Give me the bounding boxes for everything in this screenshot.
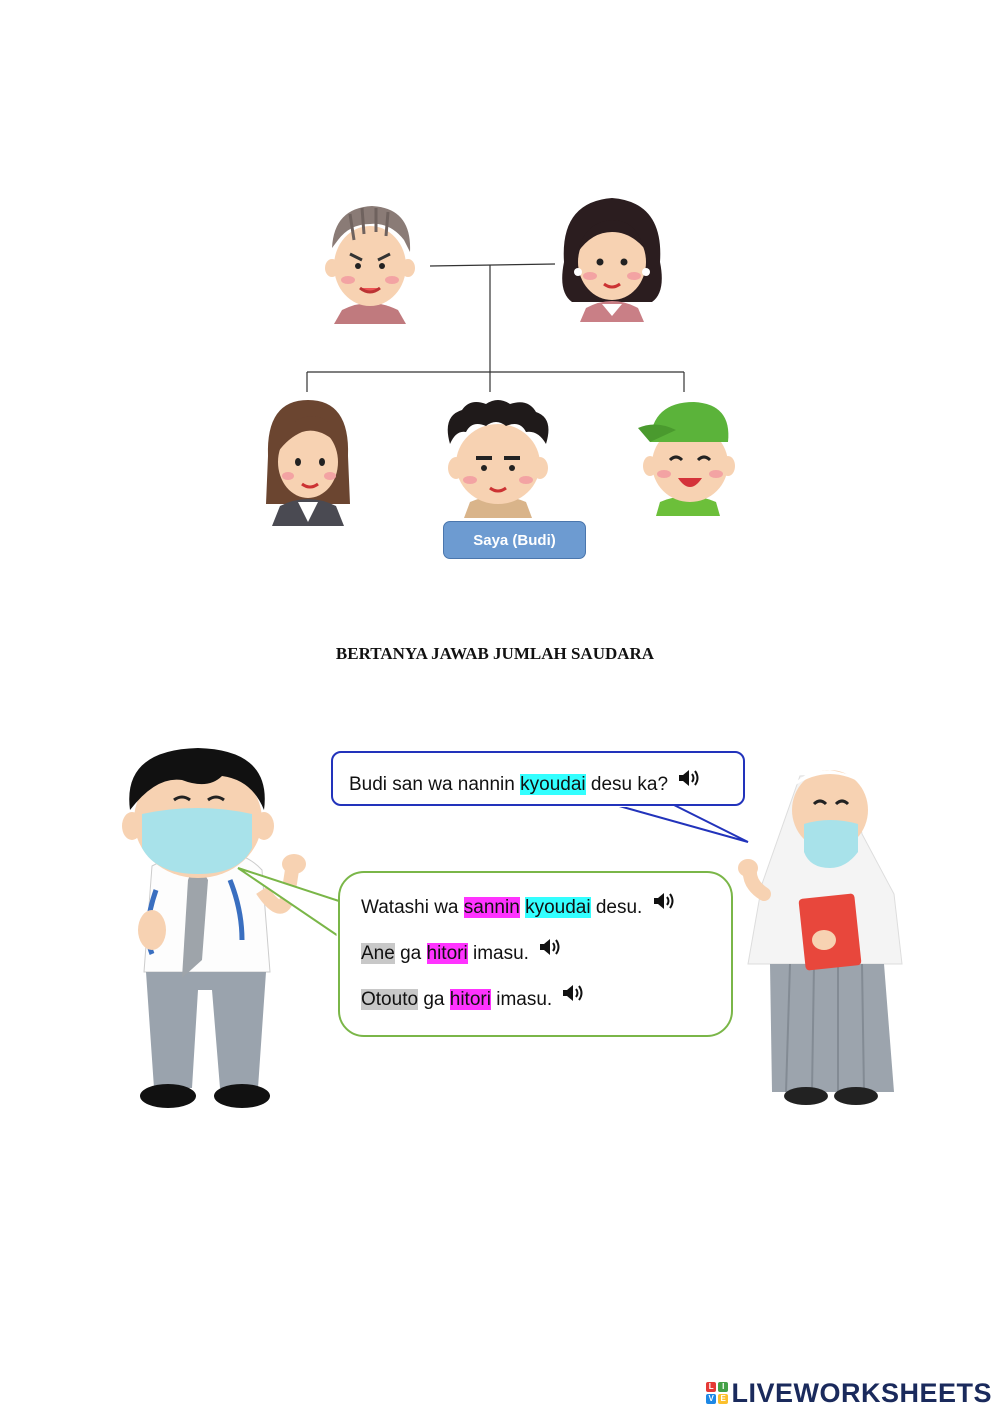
answer-text: Watashi wa	[361, 897, 464, 918]
speaker-icon[interactable]	[538, 937, 564, 957]
answer-text: imasu.	[490, 989, 553, 1010]
liveworksheets-logo[interactable]: L I V E LIVEWORKSHEETS	[706, 1378, 992, 1408]
logo-letter: I	[718, 1382, 729, 1392]
younger-brother-avatar	[638, 402, 735, 516]
speaker-icon[interactable]	[561, 983, 587, 1003]
highlight-hitori: hitori	[449, 989, 491, 1010]
logo-letter: L	[706, 1382, 717, 1392]
question-text: Budi san wa nannin	[349, 774, 521, 795]
answer-text: ga	[418, 989, 450, 1010]
girl-student-illustration	[738, 770, 903, 1105]
answer-text: desu.	[590, 897, 643, 918]
mother-avatar	[562, 198, 662, 322]
speaker-icon[interactable]	[652, 891, 678, 911]
highlight-hitori: hitori	[426, 943, 468, 964]
answer-bubble: Watashi wa sannin kyoudai desu. Ane ga h…	[338, 871, 733, 1037]
answer-line-1: Watashi wa sannin kyoudai desu.	[361, 891, 731, 926]
older-sister-avatar	[266, 400, 350, 526]
boy-student-illustration	[122, 748, 306, 1108]
highlight-kyoudai: kyoudai	[525, 897, 591, 918]
speaker-icon[interactable]	[677, 768, 703, 788]
brand-name: LIVEWORKSHEETS	[731, 1377, 992, 1408]
logo-mark-icon: L I V E	[706, 1382, 729, 1404]
self-name-box: Saya (Budi)	[443, 521, 586, 559]
highlight-kyoudai: kyoudai	[520, 774, 586, 795]
logo-letter: V	[706, 1394, 717, 1404]
father-avatar	[325, 206, 415, 324]
question-text-end: desu ka?	[585, 774, 669, 795]
logo-letter: E	[718, 1394, 729, 1404]
question-line: Budi san wa nannin kyoudai desu ka?	[349, 768, 743, 803]
answer-line-3: Otouto ga hitori imasu.	[361, 983, 731, 1018]
highlight-sannin: sannin	[463, 897, 520, 918]
answer-text: ga	[394, 943, 427, 964]
answer-text: imasu.	[467, 943, 529, 964]
budi-avatar	[447, 400, 549, 518]
highlight-ane: Ane	[361, 943, 395, 964]
family-tree-lines	[306, 263, 685, 392]
question-bubble: Budi san wa nannin kyoudai desu ka?	[331, 751, 745, 806]
answer-line-2: Ane ga hitori imasu.	[361, 937, 731, 972]
section-title: BERTANYA JAWAB JUMLAH SAUDARA	[335, 644, 655, 663]
highlight-otouto: Otouto	[361, 989, 419, 1010]
